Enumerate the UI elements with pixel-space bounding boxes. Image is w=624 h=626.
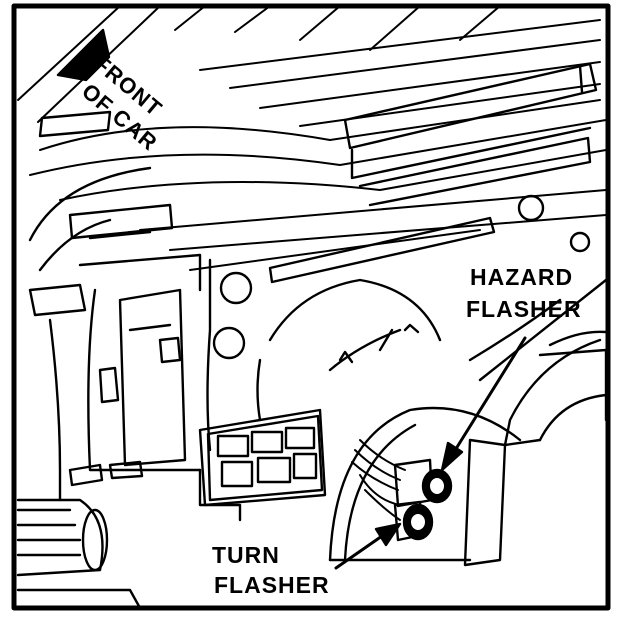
- turn-flasher-module: [393, 500, 434, 542]
- turn-label-line2: FLASHER: [214, 572, 330, 598]
- steering-column-opening: [328, 406, 522, 562]
- hazard-arrow-icon: [440, 336, 527, 472]
- hazard-label-line2: FLASHER: [466, 296, 582, 322]
- instrument-cluster: [256, 278, 442, 422]
- front-arrow-icon: [56, 28, 111, 82]
- hazard-flasher-module: [393, 458, 453, 508]
- right-panel: [463, 278, 608, 567]
- lower-left-console: [16, 498, 142, 610]
- left-dash-body: [28, 166, 242, 522]
- upper-vents: [38, 110, 496, 284]
- center-switch-panel: [198, 408, 327, 507]
- upper-display-panel: [343, 62, 598, 207]
- turn-label-line1: TURN: [212, 542, 280, 568]
- round-knobs: [212, 194, 591, 360]
- turn-arrow-icon: [334, 522, 402, 570]
- diagram-border: [11, 3, 611, 611]
- hazard-label-line1: HAZARD: [470, 264, 574, 290]
